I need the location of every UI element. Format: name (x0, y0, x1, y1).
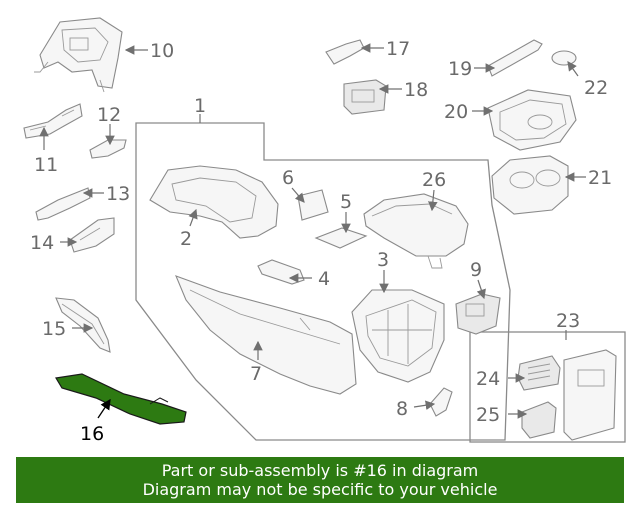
part-22-cap (551, 50, 577, 66)
part-21-cupholder (491, 155, 569, 215)
callout-7: 7 (250, 363, 262, 385)
callout-8: 8 (396, 398, 408, 420)
callout-13: 13 (106, 183, 130, 205)
banner-line-1: Part or sub-assembly is #16 in diagram (161, 461, 479, 480)
banner-line-2: Diagram may not be specific to your vehi… (142, 480, 498, 499)
part-7-side-panel (175, 275, 357, 395)
callout-11: 11 (34, 154, 58, 176)
part-17-trim (325, 39, 365, 65)
part-9-module (455, 293, 501, 335)
part-16-highlighted (55, 373, 187, 425)
part-20-tray (487, 89, 577, 151)
callout-23: 23 (556, 310, 580, 332)
callout-25: 25 (476, 404, 500, 426)
part-26-armrest (363, 193, 469, 269)
parts-diagram: 10 12 11 13 14 15 16 17 18 19 22 20 21 1… (23, 17, 626, 445)
part-2-frame (149, 165, 279, 239)
part-23-rear-panel (563, 349, 617, 441)
callout-3: 3 (377, 249, 389, 271)
callout-20: 20 (444, 101, 468, 123)
part-4-bracket (257, 259, 305, 285)
part-12-clip (89, 139, 127, 159)
part-10-bracket (34, 17, 123, 93)
callout-labels: 10 12 11 13 14 15 16 17 18 19 22 20 21 1… (30, 38, 612, 445)
callout-14: 14 (30, 232, 54, 254)
callout-10: 10 (150, 40, 174, 62)
callout-22: 22 (584, 77, 608, 99)
callout-6: 6 (282, 167, 294, 189)
info-banner: Part or sub-assembly is #16 in diagram D… (16, 457, 624, 503)
callout-4: 4 (318, 268, 330, 290)
part-14-bracket (69, 217, 115, 253)
part-13-bracket (35, 187, 91, 221)
assembly-1-frame (135, 122, 511, 441)
callout-21: 21 (588, 167, 612, 189)
callout-24: 24 (476, 368, 500, 390)
part-19-strip (487, 39, 543, 77)
part-8-bracket (429, 387, 453, 417)
callout-2: 2 (180, 228, 192, 250)
part-5-mat (314, 227, 368, 249)
callout-12: 12 (97, 104, 121, 126)
callout-1: 1 (194, 95, 206, 117)
part-3-console-box (351, 289, 445, 383)
callout-26: 26 (422, 169, 446, 191)
part-6-plate (297, 189, 329, 221)
callout-5: 5 (340, 191, 352, 213)
callout-9: 9 (470, 259, 482, 281)
part-25-vent (521, 401, 557, 439)
part-11-bracket (23, 103, 83, 139)
callout-15: 15 (42, 318, 66, 340)
callout-17: 17 (386, 38, 410, 60)
part-24-vent (517, 355, 561, 391)
callout-16: 16 (80, 423, 104, 445)
part-18-switch (343, 79, 387, 115)
callout-19: 19 (448, 58, 472, 80)
callout-18: 18 (404, 79, 428, 101)
assembly-23-frame (469, 331, 626, 443)
leader-lines (39, 43, 586, 419)
